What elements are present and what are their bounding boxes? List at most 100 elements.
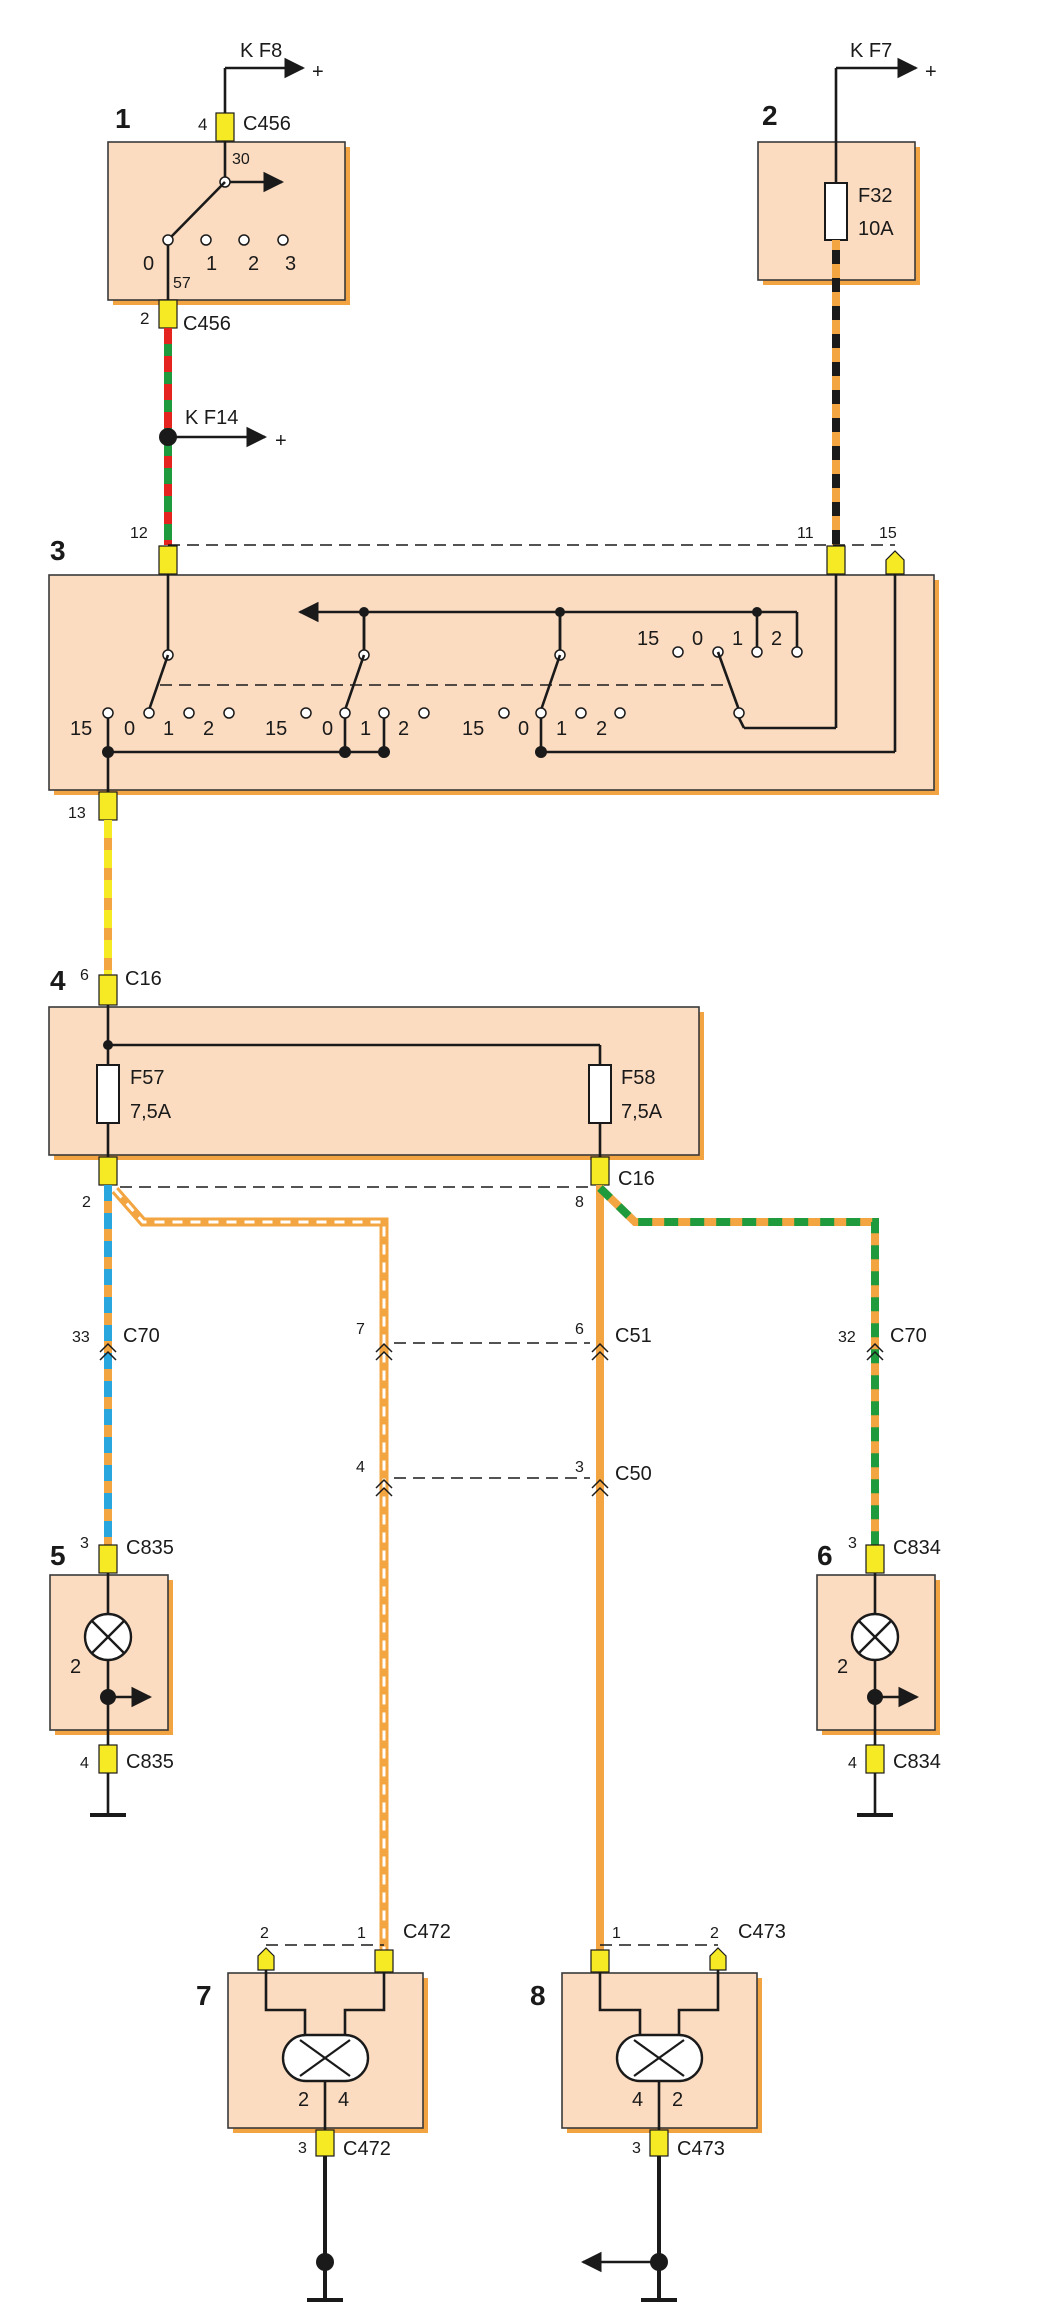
components-c5-connector-top-label: C835 [126, 1537, 174, 1559]
inline-connector-c51: 7 6 C51 [356, 1321, 652, 1361]
components-c1-connector-bottom-label: C456 [183, 313, 231, 335]
components-c4-connector-label: C16 [125, 968, 162, 990]
inline-connectors-c50-name-label: C50 [615, 1463, 652, 1485]
components-c3-switch-b-1-label: 0 [322, 718, 333, 740]
components-c5-lamp-pin-label: 2 [70, 1656, 81, 1678]
components-c1-connector-top-label: C456 [243, 113, 291, 135]
component-3-number: 3 [50, 535, 66, 566]
component-3-switch-unit: 3 12 11 15 15 0 1 2 15 0 1 2 [48, 525, 939, 822]
components-c1-positions-3-label: 3 [285, 253, 296, 275]
connector-c473-pin-2 [709, 1947, 727, 1971]
components-c3-switch-a-0-label: 15 [70, 718, 92, 740]
component-2-number: 2 [762, 100, 778, 131]
components-c5-connector-bottom-label: C835 [126, 1751, 174, 1773]
inline-connectors-c70-right-name-label: C70 [890, 1325, 927, 1347]
inline-connector-c70-right: 32 C70 [838, 1325, 927, 1361]
components-c5-pin-top-label: 3 [80, 1535, 89, 1552]
feed-kf8-plus: + [312, 61, 324, 83]
component-7-bulb: 7 2 1 C472 2 4 3 C472 [196, 1921, 451, 2302]
components-c8-pin-right-label: 2 [710, 1925, 719, 1942]
components-c7-connector-top-label: C472 [403, 1921, 451, 1943]
components-c4-fuse-left-label: F57 [130, 1067, 164, 1089]
components-c4-pin-in-label: 6 [80, 967, 89, 984]
components-c4-rating-right-label: 7,5A [621, 1101, 663, 1123]
feed-kf14-plus: + [275, 430, 287, 452]
wire-orange-white [111, 1187, 389, 1955]
components-c3-switch-d-3-label: 2 [771, 628, 782, 650]
fuse-f57 [96, 1064, 120, 1124]
components-c8-pin-left-label: 1 [612, 1925, 621, 1942]
components-c4-fuse-right-label: F58 [621, 1067, 655, 1089]
component-6-lamp: 6 3 C834 2 4 C834 [816, 1535, 941, 1817]
components-c8-inner-right-label: 2 [672, 2089, 683, 2111]
component-5-lamp: 5 3 C835 2 4 C835 [49, 1535, 174, 1817]
components-c2-fuse-label: F32 [858, 185, 892, 207]
inline-connector-c50: 4 3 C50 [356, 1459, 652, 1497]
component-8-bulb: 8 1 2 C473 4 2 3 C473 [530, 1921, 786, 2302]
connector-c16-in [98, 974, 118, 1006]
components-c8-connector-top-label: C473 [738, 1921, 786, 1943]
components-c3-switch-a-3-label: 2 [203, 718, 214, 740]
components-c3-switch-d-2-label: 1 [732, 628, 743, 650]
components-c3-pin-12-label: 12 [130, 525, 148, 542]
connector-c473-pin-1 [590, 1949, 610, 1973]
fuse-f58 [588, 1064, 612, 1124]
connector-c835-top [98, 1544, 118, 1574]
components-c1-pin-top-label: 4 [198, 115, 207, 134]
component-6-number: 6 [817, 1540, 833, 1571]
inline-connectors-c70-left-pin-label: 33 [72, 1329, 90, 1346]
connector-pin-13 [98, 791, 118, 821]
components-c7-pin-left-label: 2 [260, 1925, 269, 1942]
components-c3-pin-15-label: 15 [879, 525, 897, 542]
connector-pin-15 [885, 550, 905, 575]
bulb-icon [281, 2033, 370, 2083]
components-c4-rating-left-label: 7,5A [130, 1101, 172, 1123]
components-c7-pin-bottom-label: 3 [298, 2140, 307, 2157]
components-c6-pin-top-label: 3 [848, 1535, 857, 1552]
connector-pin-12 [158, 545, 178, 575]
connector-c834-bottom [865, 1744, 885, 1774]
components-c3-pin-11-label: 11 [797, 525, 814, 542]
component-4-fuse-box: 4 6 C16 F57 7,5A F58 7,5A 2 8 C16 [48, 965, 704, 1211]
components-c3-switch-a-1-label: 0 [124, 718, 135, 740]
components-c3-switch-c-1-label: 0 [518, 718, 529, 740]
inline-connectors-c70-right-pin-label: 32 [838, 1329, 856, 1346]
components-c6-pin-bottom-label: 4 [848, 1755, 857, 1772]
connector-c472-pin-1 [374, 1949, 394, 1973]
components-c3-switch-c-2-label: 1 [556, 718, 567, 740]
bulb-icon [615, 2033, 704, 2083]
inline-connectors-c51-pin-left-label: 7 [356, 1321, 365, 1338]
components-c3-switch-c-3-label: 2 [596, 718, 607, 740]
connector-c472-pin-2 [257, 1947, 275, 1971]
components-c8-connector-bottom-label: C473 [677, 2138, 725, 2160]
components-c4-pin-out-left-label: 2 [82, 1194, 91, 1211]
connector-c456-top [215, 112, 235, 142]
component-8-number: 8 [530, 1980, 546, 2011]
components-c3-switch-d-1-label: 0 [692, 628, 703, 650]
connector-c472-bottom [315, 2129, 335, 2157]
component-1-number: 1 [115, 103, 131, 134]
wire-orange-green [597, 1185, 879, 1545]
components-c3-switch-d-0-label: 15 [637, 628, 659, 650]
inline-connector-c70-left: 33 C70 [72, 1325, 160, 1361]
components-c7-inner-right-label: 4 [338, 2089, 349, 2111]
component-2-fuse: 2 K F7 + F32 10A [757, 40, 937, 285]
fuse-f32 [824, 182, 848, 241]
components-c7-inner-left-label: 2 [298, 2089, 309, 2111]
components-c1-terminal-out-label: 57 [173, 275, 191, 292]
components-c7-pin-right-label: 1 [357, 1925, 366, 1942]
components-c1-positions-2-label: 2 [248, 253, 259, 275]
inline-connectors-c50-pin-left-label: 4 [356, 1459, 365, 1476]
feed-kf8-label: K F8 [240, 40, 282, 62]
component-1-light-switch: 1 K F8 + 4 C456 30 0 1 2 3 57 2 C456 [107, 40, 350, 335]
components-c6-lamp-pin-label: 2 [837, 1656, 848, 1678]
components-c1-pin-bottom-label: 2 [140, 309, 149, 328]
feed-kf14-label: K F14 [185, 407, 238, 429]
feed-kf7-plus: + [925, 61, 937, 83]
components-c8-pin-bottom-label: 3 [632, 2140, 641, 2157]
connector-c834-top [865, 1544, 885, 1574]
components-c1-terminal-in-label: 30 [232, 151, 250, 168]
components-c8-inner-left-label: 4 [632, 2089, 643, 2111]
components-c1-positions-0-label: 0 [143, 253, 154, 275]
connector-c16-out-left [98, 1156, 118, 1186]
